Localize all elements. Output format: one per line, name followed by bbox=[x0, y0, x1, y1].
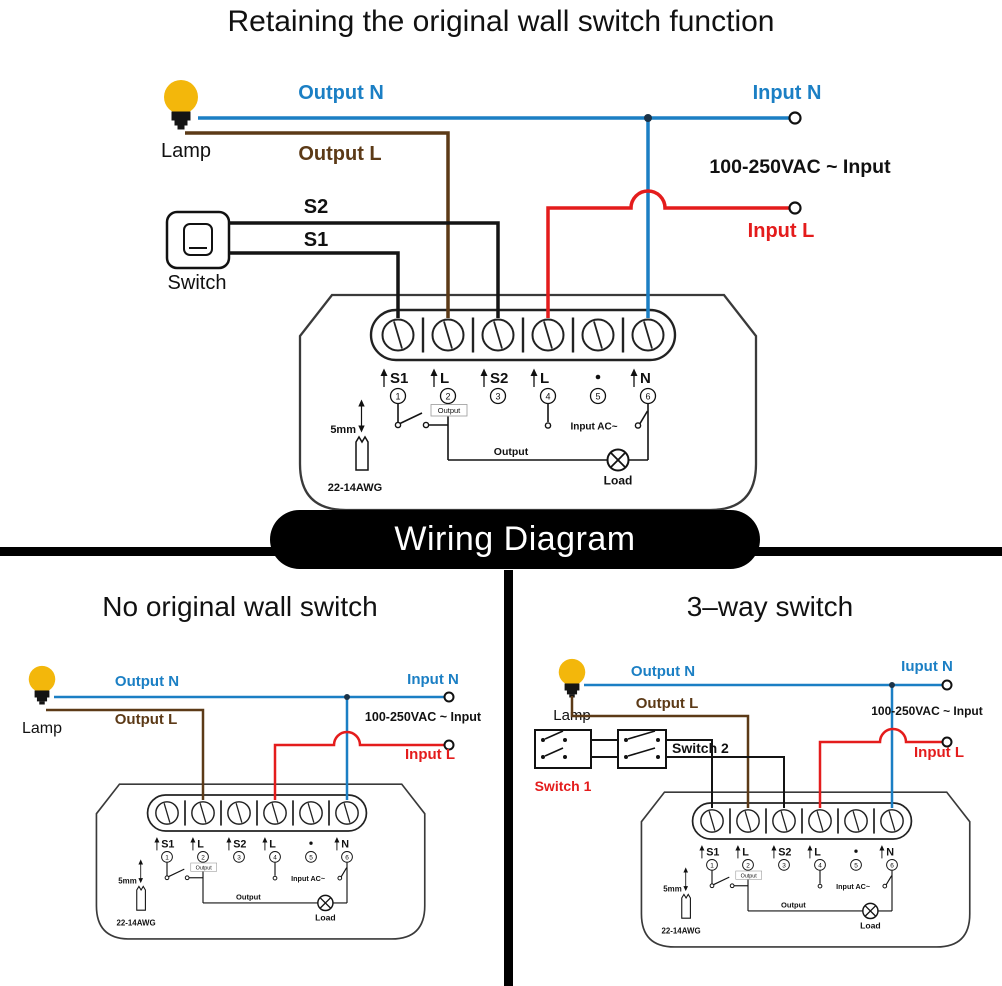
junction-dot bbox=[644, 114, 652, 122]
s2-wire bbox=[229, 221, 500, 318]
switch-lever bbox=[627, 747, 656, 757]
switch-wiring bbox=[591, 739, 785, 808]
input-n-terminal bbox=[941, 679, 953, 691]
smart-switch-module bbox=[298, 293, 758, 512]
contact bbox=[624, 738, 628, 742]
junction-dot bbox=[344, 694, 350, 700]
output-l-wire bbox=[185, 131, 450, 318]
bottom-right-panel: 3–way switch Lamp Output N Iuput N 100-2… bbox=[534, 591, 983, 948]
input-l-label: Input L bbox=[914, 744, 964, 761]
switch-lever bbox=[544, 747, 564, 757]
s1-wire bbox=[229, 251, 400, 318]
contact bbox=[656, 755, 660, 759]
input-l-terminal bbox=[443, 739, 455, 751]
three-way-switch-2 bbox=[617, 729, 667, 769]
lamp-icon bbox=[558, 658, 586, 698]
output-n-label: Output N bbox=[298, 82, 384, 104]
input-l-label: Input L bbox=[405, 746, 455, 763]
switch-rocker bbox=[183, 223, 213, 256]
input-l-wire bbox=[546, 189, 789, 318]
neutral-wiring bbox=[584, 683, 944, 808]
vertical-divider bbox=[504, 570, 513, 986]
wiring-diagram-banner: Wiring Diagram bbox=[270, 510, 760, 569]
bottom-left-panel: No original wall switch Lamp Output N In… bbox=[22, 591, 482, 940]
input-l-label: Input L bbox=[748, 220, 815, 242]
input-n-label: Iuput N bbox=[901, 658, 953, 675]
switch-box bbox=[617, 729, 667, 769]
switch-box bbox=[534, 729, 592, 769]
contact bbox=[541, 738, 545, 742]
wall-switch-icon bbox=[165, 210, 231, 270]
smart-switch-module bbox=[95, 783, 426, 940]
vac-label: 100-250VAC ~ Input bbox=[871, 704, 982, 718]
input-n-terminal bbox=[443, 691, 455, 703]
input-n-terminal bbox=[788, 111, 802, 125]
switch-lever bbox=[544, 730, 564, 740]
three-way-switch-1 bbox=[534, 729, 592, 769]
lamp-icon bbox=[28, 665, 56, 705]
vac-label: 100-250VAC ~ Input bbox=[365, 710, 482, 724]
vac-label: 100-250VAC ~ Input bbox=[709, 156, 891, 178]
s1-wire bbox=[666, 739, 713, 808]
switch2-label: Switch 2 bbox=[672, 740, 729, 756]
s2-wire bbox=[666, 756, 785, 808]
neutral-wiring bbox=[54, 695, 446, 800]
input-n-label: Input N bbox=[753, 82, 822, 104]
switch-lever bbox=[627, 730, 656, 740]
output-l-label: Output L bbox=[115, 711, 177, 728]
panel-title: 3–way switch bbox=[687, 591, 854, 622]
input-l-terminal bbox=[941, 736, 953, 748]
lamp-label: Lamp bbox=[161, 140, 211, 162]
contact bbox=[563, 755, 567, 759]
switch-label: Switch bbox=[168, 272, 227, 294]
input-n-label: Input N bbox=[407, 671, 459, 688]
lamp-icon bbox=[164, 80, 198, 130]
output-l-label: Output L bbox=[636, 695, 698, 712]
input-l-wire bbox=[818, 727, 943, 808]
s2-label: S2 bbox=[304, 196, 328, 218]
panel-title: No original wall switch bbox=[102, 591, 377, 622]
output-n-label: Output N bbox=[115, 673, 179, 690]
s1-label: S1 bbox=[304, 229, 328, 251]
neutral-wiring bbox=[198, 116, 789, 318]
input-l-wire bbox=[273, 730, 445, 800]
contact bbox=[656, 738, 660, 742]
smart-switch-module bbox=[640, 791, 971, 948]
top-panel: S1 1 L 2 Output S2 bbox=[161, 5, 891, 512]
banner-label: Wiring Diagram bbox=[394, 520, 636, 558]
contact bbox=[624, 755, 628, 759]
top-title: Retaining the original wall switch funct… bbox=[228, 5, 775, 38]
input-l-terminal bbox=[788, 201, 802, 215]
switch1-label: Switch 1 bbox=[535, 778, 592, 794]
junction-dot bbox=[889, 682, 895, 688]
lamp-label: Lamp bbox=[22, 720, 62, 737]
contact bbox=[541, 755, 545, 759]
output-l-wire bbox=[46, 708, 205, 800]
output-n-label: Output N bbox=[631, 663, 695, 680]
contact bbox=[563, 738, 567, 742]
output-l-label: Output L bbox=[298, 143, 381, 165]
output-l-wire bbox=[570, 696, 750, 808]
